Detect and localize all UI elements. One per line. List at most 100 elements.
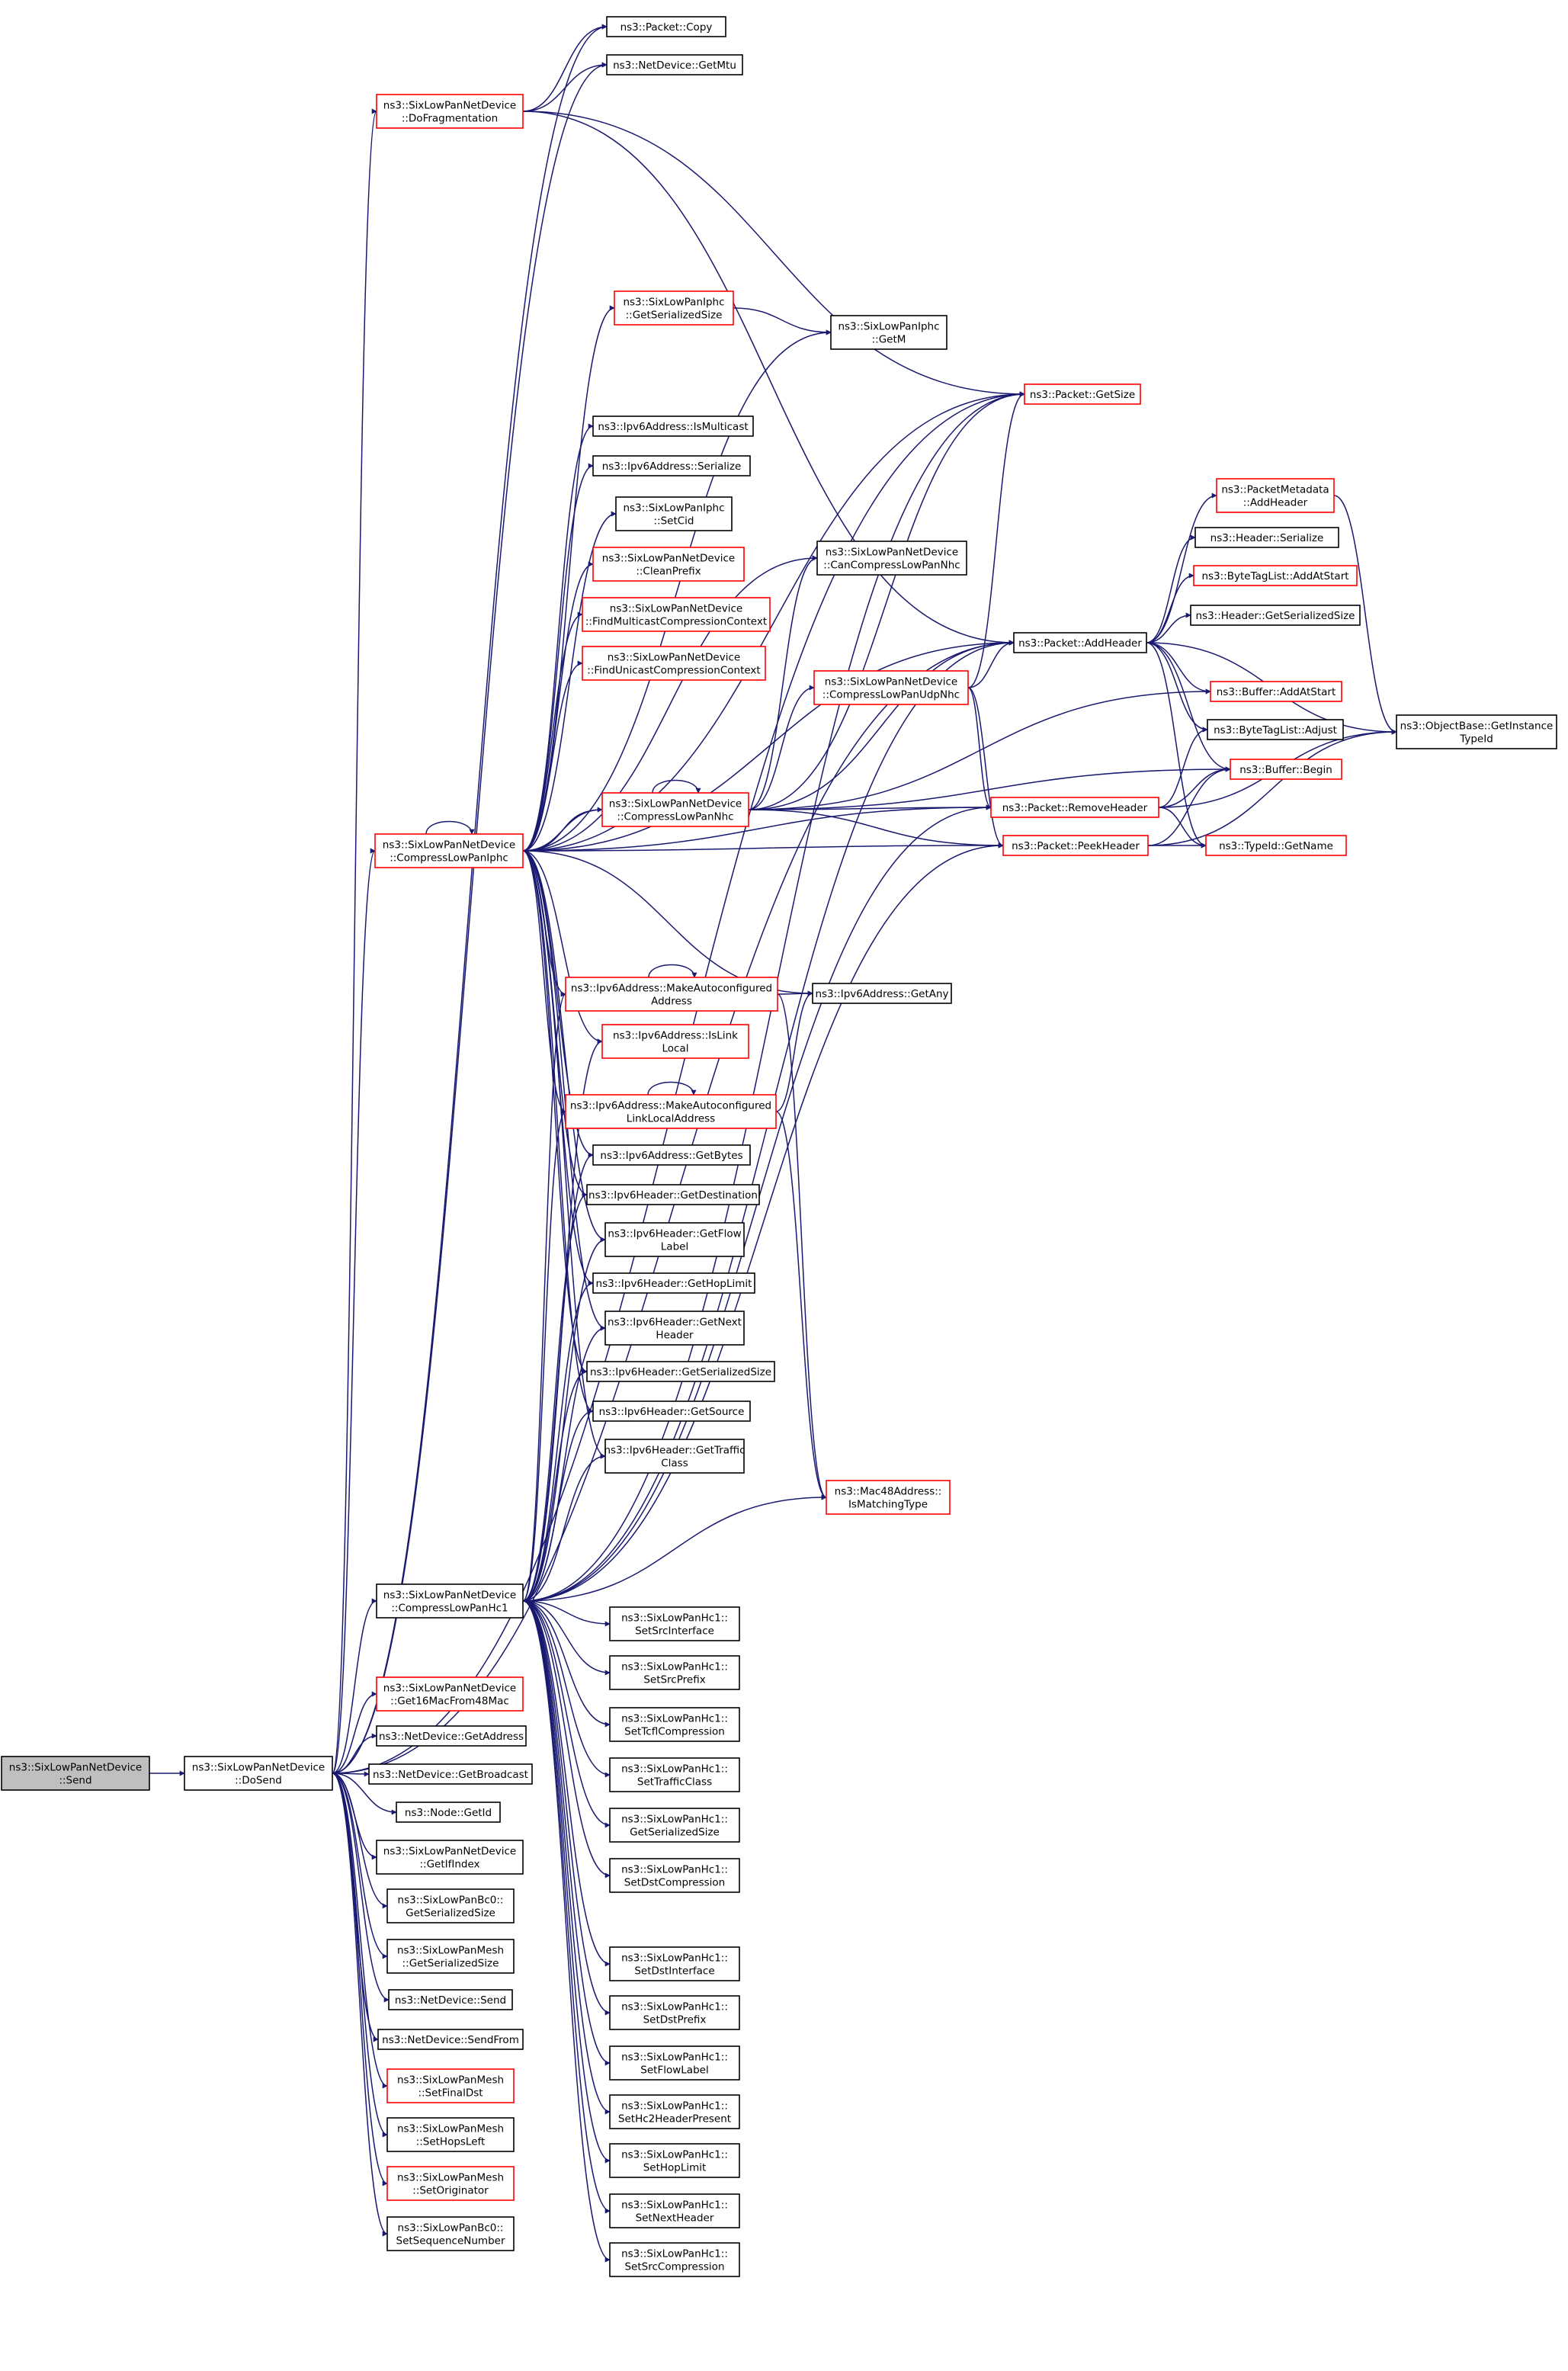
node-setcid[interactable]: ns3::SixLowPanIphc::SetCid	[615, 496, 733, 531]
node-canlownhc[interactable]: ns3::SixLowPanNetDevice::CanCompressLowP…	[816, 541, 967, 576]
node-setsrccomp[interactable]: ns3::SixLowPanHc1::SetSrcCompression	[609, 2242, 740, 2277]
edge-hc1-to-sethc2	[522, 1600, 611, 2115]
node-getmtu[interactable]: ns3::NetDevice::GetMtu	[606, 54, 743, 75]
edge-dosend-to-copy	[332, 24, 608, 1774]
node-gethop[interactable]: ns3::Ipv6Header::GetHopLimit	[592, 1272, 755, 1294]
node-label: ns3::NetDevice::Send	[395, 1994, 506, 2007]
node-metaadd[interactable]: ns3::PacketMetadata::AddHeader	[1216, 478, 1335, 513]
node-box	[1193, 565, 1358, 586]
node-getbytes[interactable]: ns3::Ipv6Address::GetBytes	[592, 1144, 751, 1166]
node-setseq[interactable]: ns3::SixLowPanBc0::SetSequenceNumber	[386, 2216, 515, 2251]
node-getifindex[interactable]: ns3::SixLowPanNetDevice::GetIfIndex	[376, 1840, 524, 1875]
node-settraffic[interactable]: ns3::SixLowPanHc1::SetTrafficClass	[609, 1757, 740, 1792]
node-ismulticast[interactable]: ns3::Ipv6Address::IsMulticast	[592, 415, 754, 437]
node-findmulti[interactable]: ns3::SixLowPanNetDevice::FindMulticastCo…	[582, 597, 771, 632]
node-box	[374, 833, 524, 868]
node-box	[1190, 605, 1361, 626]
node-label: SetTrafficClass	[637, 1776, 712, 1789]
node-btladd[interactable]: ns3::ByteTagList::AddAtStart	[1193, 565, 1358, 586]
node-getsize[interactable]: ns3::Packet::GetSize	[1024, 383, 1141, 405]
node-setdstcomp[interactable]: ns3::SixLowPanHc1::SetDstCompression	[609, 1858, 740, 1893]
node-iphc[interactable]: ns3::SixLowPanNetDevice::CompressLowPanI…	[374, 833, 524, 868]
node-label: ns3::SixLowPanNetDevice	[9, 1762, 142, 1774]
node-get16mac[interactable]: ns3::SixLowPanNetDevice::Get16MacFrom48M…	[376, 1676, 524, 1712]
node-label: ns3::SixLowPanNetDevice	[192, 1762, 325, 1774]
node-peekheader[interactable]: ns3::Packet::PeekHeader	[1002, 835, 1149, 856]
node-box	[609, 1757, 740, 1792]
node-settcfl[interactable]: ns3::SixLowPanHc1::SetTcflCompression	[609, 1707, 740, 1742]
node-bc0size[interactable]: ns3::SixLowPanBc0::GetSerializedSize	[386, 1888, 515, 1923]
node-makeauto[interactable]: ns3::Ipv6Address::MakeAutoconfiguredAddr…	[565, 977, 778, 1012]
node-send[interactable]: ns3::SixLowPanNetDevice::Send	[1, 1756, 150, 1791]
node-getbroadcast[interactable]: ns3::NetDevice::GetBroadcast	[368, 1763, 533, 1785]
node-devsend[interactable]: ns3::NetDevice::Send	[388, 1989, 513, 2010]
node-addheader[interactable]: ns3::Packet::AddHeader	[1013, 632, 1147, 653]
node-ismatching[interactable]: ns3::Mac48Address::IsMatchingType	[826, 1480, 951, 1515]
node-getm[interactable]: ns3::SixLowPanIphc::GetM	[830, 315, 948, 350]
node-cleanprefix[interactable]: ns3::SixLowPanNetDevice::CleanPrefix	[592, 547, 745, 582]
node-label: ns3::SixLowPanHc1::	[621, 2149, 728, 2161]
node-hc1[interactable]: ns3::SixLowPanNetDevice::CompressLowPanH…	[376, 1583, 524, 1619]
node-dosend[interactable]: ns3::SixLowPanNetDevice::DoSend	[184, 1756, 333, 1791]
node-setfinaldst[interactable]: ns3::SixLowPanMesh::SetFinalDst	[386, 2068, 515, 2103]
node-label: ::Get16MacFrom48Mac	[390, 1696, 509, 1708]
node-setsrcif[interactable]: ns3::SixLowPanHc1::SetSrcInterface	[609, 1606, 740, 1641]
node-label: ns3::Ipv6Header::GetDestination	[588, 1189, 758, 1202]
node-setnext[interactable]: ns3::SixLowPanHc1::SetNextHeader	[609, 2193, 740, 2228]
node-hc1size[interactable]: ns3::SixLowPanHc1::GetSerializedSize	[609, 1808, 740, 1843]
node-bufadd[interactable]: ns3::Buffer::AddAtStart	[1210, 681, 1342, 702]
node-dofrag[interactable]: ns3::SixLowPanNetDevice::DoFragmentation	[376, 94, 524, 129]
node-sendfrom[interactable]: ns3::NetDevice::SendFrom	[377, 2029, 524, 2050]
edge-iphc-to-getsource	[522, 850, 594, 1414]
node-label: ns3::Packet::PeekHeader	[1012, 840, 1140, 852]
edge-hc1-to-hc1size	[522, 1600, 611, 1828]
node-box	[604, 1311, 745, 1346]
node-box	[609, 2045, 740, 2081]
node-setdstif[interactable]: ns3::SixLowPanHc1::SetDstInterface	[609, 1946, 740, 1981]
node-setflow[interactable]: ns3::SixLowPanHc1::SetFlowLabel	[609, 2045, 740, 2081]
node-box	[830, 315, 948, 350]
node-setdstprefix[interactable]: ns3::SixLowPanHc1::SetDstPrefix	[609, 1995, 740, 2030]
node-meshsize[interactable]: ns3::SixLowPanMesh::GetSerializedSize	[386, 1939, 515, 1974]
node-btladj[interactable]: ns3::ByteTagList::Adjust	[1207, 719, 1344, 740]
node-getaddress[interactable]: ns3::NetDevice::GetAddress	[376, 1725, 527, 1747]
node-ip6size[interactable]: ns3::Ipv6Header::GetSerializedSize	[586, 1361, 775, 1382]
node-makeautoll[interactable]: ns3::Ipv6Address::MakeAutoconfiguredLink…	[565, 1094, 777, 1129]
node-label: SetFlowLabel	[640, 2065, 708, 2077]
edge-hc1-to-getdest	[522, 1192, 588, 1602]
node-label: SetSrcCompression	[624, 2261, 724, 2273]
node-box	[1024, 383, 1141, 405]
node-iphcsize[interactable]: ns3::SixLowPanIphc::GetSerializedSize	[614, 290, 734, 326]
node-label: ::CanCompressLowPanNhc	[823, 560, 960, 572]
node-copy[interactable]: ns3::Packet::Copy	[606, 16, 726, 37]
edge-makeauto-to-ismatching	[777, 993, 827, 1500]
node-bufbegin[interactable]: ns3::Buffer::Begin	[1230, 759, 1342, 780]
node-sethopsleft[interactable]: ns3::SixLowPanMesh::SetHopsLeft	[386, 2117, 515, 2152]
node-getdest[interactable]: ns3::Ipv6Header::GetDestination	[586, 1184, 760, 1205]
node-setorig[interactable]: ns3::SixLowPanMesh::SetOriginator	[386, 2166, 515, 2201]
node-getsource[interactable]: ns3::Ipv6Header::GetSource	[592, 1400, 751, 1422]
edges-layer	[149, 24, 1397, 2263]
node-hdrser[interactable]: ns3::Header::Serialize	[1194, 527, 1339, 548]
node-setsrcprefix[interactable]: ns3::SixLowPanHc1::SetSrcPrefix	[609, 1655, 740, 1690]
node-serialize[interactable]: ns3::Ipv6Address::Serialize	[592, 455, 751, 476]
node-label: ::GetIfIndex	[419, 1859, 479, 1871]
node-removeheader[interactable]: ns3::Packet::RemoveHeader	[990, 797, 1159, 818]
node-nodegetid[interactable]: ns3::Node::GetId	[396, 1802, 501, 1823]
node-sethoplimit[interactable]: ns3::SixLowPanHc1::SetHopLimit	[609, 2143, 740, 2178]
node-hdrsize[interactable]: ns3::Header::GetSerializedSize	[1190, 605, 1361, 626]
node-getany[interactable]: ns3::Ipv6Address::GetAny	[812, 983, 952, 1004]
node-box	[376, 1676, 524, 1712]
node-findunicast[interactable]: ns3::SixLowPanNetDevice::FindUnicastComp…	[582, 646, 766, 681]
node-udpnhc[interactable]: ns3::SixLowPanNetDevice::CompressLowPanU…	[813, 670, 969, 705]
node-getname[interactable]: ns3::TypeId::GetName	[1205, 835, 1347, 856]
edge-makeautoll-to-getany	[775, 990, 813, 1112]
node-sethc2[interactable]: ns3::SixLowPanHc1::SetHc2HeaderPresent	[609, 2094, 740, 2129]
edge-hc1-to-makeautoll	[522, 1108, 566, 1602]
node-nhc[interactable]: ns3::SixLowPanNetDevice::CompressLowPanN…	[601, 792, 749, 827]
